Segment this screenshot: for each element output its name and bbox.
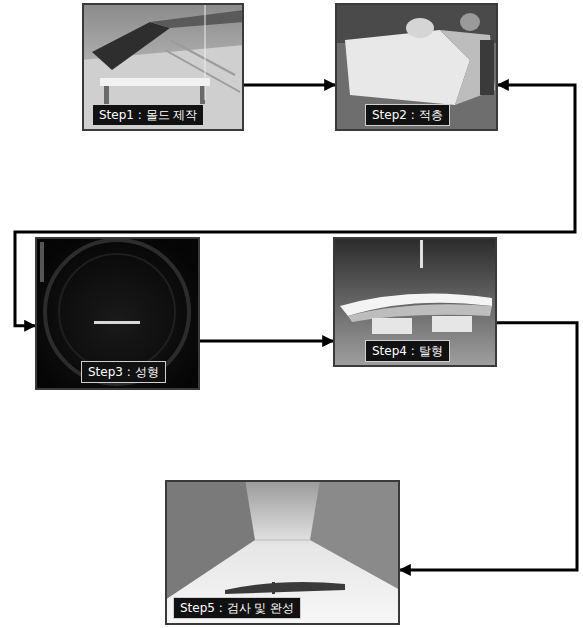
step-panel: Step5 : 검사 및 완성 — [165, 480, 400, 625]
photo-detail — [150, 10, 244, 28]
step-caption: Step4 : 탈형 — [365, 340, 450, 362]
photo-detail — [104, 86, 109, 104]
step-panel: Step4 : 탈형 — [333, 237, 497, 367]
step-panel: Step1 : 몰드 제작 — [82, 3, 244, 131]
step-panel: Step3 : 성형 — [35, 237, 200, 390]
photo-detail — [45, 240, 189, 384]
step-caption: Step1 : 몰드 제작 — [92, 104, 204, 126]
photo-detail — [272, 582, 275, 594]
photo-detail — [82, 3, 244, 131]
photo-detail — [460, 13, 480, 31]
photo-detail — [165, 50, 240, 92]
photo-detail — [335, 3, 498, 131]
photo-detail — [92, 22, 170, 70]
autoclave-photo — [35, 237, 200, 390]
photo-detail — [165, 480, 400, 625]
photo-detail — [440, 30, 495, 105]
photo-detail — [432, 316, 472, 332]
photo-detail — [59, 254, 175, 370]
photo-detail — [94, 321, 140, 324]
photo-detail — [100, 78, 210, 86]
step-caption: Step5 : 검사 및 완성 — [173, 597, 301, 619]
flow-arrow — [244, 83, 335, 86]
step-caption: Step3 : 성형 — [81, 361, 166, 383]
photo-detail — [255, 540, 310, 541]
step-caption: Step2 : 적층 — [365, 104, 450, 126]
layup-photo — [335, 3, 498, 131]
flow-arrow — [15, 85, 575, 326]
photo-detail — [35, 237, 200, 390]
photo-detail — [333, 237, 497, 367]
photo-detail — [200, 86, 205, 104]
inspection-photo — [165, 480, 400, 625]
mold-photo — [82, 3, 244, 131]
photo-detail — [480, 40, 494, 95]
photo-detail — [420, 240, 423, 268]
photo-detail — [165, 480, 255, 600]
step-panel: Step2 : 적층 — [335, 3, 498, 131]
photo-detail — [40, 242, 44, 282]
demold-photo — [333, 237, 497, 367]
flow-arrow — [200, 340, 333, 343]
photo-detail — [225, 582, 345, 594]
photo-detail — [406, 18, 434, 38]
photo-detail — [205, 3, 206, 100]
photo-detail — [310, 480, 400, 590]
photo-detail — [372, 318, 412, 334]
